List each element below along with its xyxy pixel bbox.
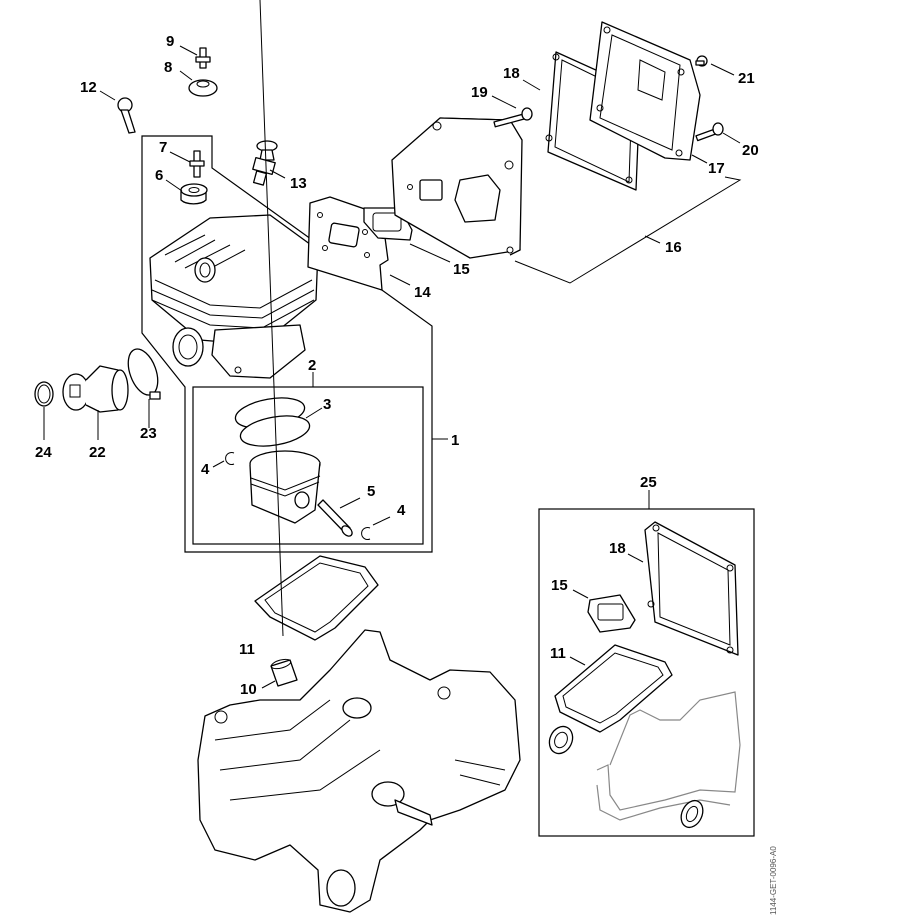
gasket-set-cylinder-gasket-part [554,644,673,733]
callout-4-left: 4 [201,461,210,478]
callout-13: 13 [290,175,307,192]
muffler-body-part [391,117,523,259]
document-id: 1144-GET-0096-A0 [769,845,783,915]
callout-17: 17 [708,160,725,177]
piston-part [249,450,321,524]
callout-18: 18 [503,65,520,82]
callout-11: 11 [239,641,255,658]
callout-2: 2 [308,357,316,374]
muffler-cover-part [589,21,708,164]
cylinder-part [149,214,319,379]
callout-25-18: 18 [609,540,626,557]
callout-25: 25 [640,474,657,491]
callout-7: 7 [159,139,167,156]
callout-25-11: 11 [550,645,566,662]
spacer-sleeve-part [165,179,208,205]
intake-manifold-part [62,365,129,440]
stud-top-part [179,45,211,69]
piston-assembly-frame [192,372,424,545]
callout-24: 24 [35,444,52,461]
gasket-set-seal-right-part [680,799,704,829]
muffler-screw-part [491,95,533,128]
callout-8: 8 [164,59,172,76]
circlip-right-part [361,516,391,540]
piston-pin-part [317,497,361,537]
gasket-set-muffler-gasket-part [572,589,636,633]
gasket-set-crankcase-gasket-part [596,691,741,821]
cover-screw-small-part [695,55,735,76]
spacer-sleeve-top-part [179,70,218,97]
callout-10: 10 [240,681,257,698]
callout-4-right: 4 [397,502,406,519]
callout-21: 21 [738,70,755,87]
callout-25-15: 15 [551,577,568,594]
gasket-set-seal-left-part [548,725,574,755]
muffler-assembly-bracket [514,176,742,284]
callout-14: 14 [414,284,431,301]
callout-9: 9 [166,33,174,50]
intake-ring-part [34,381,54,440]
piston-rings-part [234,397,323,447]
callout-15: 15 [453,261,470,278]
hose-clamp-part [127,348,161,428]
circlip-left-part [212,452,235,468]
callout-3: 3 [323,396,331,413]
callout-22: 22 [89,444,106,461]
callout-1: 1 [451,432,459,449]
needle-cage-part [261,658,298,689]
cylinder-group-frame [141,135,448,553]
crankcase-part [197,629,521,913]
gasket-set-frame [538,490,755,837]
gasket-set-cover-gasket-part [627,521,739,656]
callout-5: 5 [367,483,375,500]
cylinder-gasket-part [254,0,379,641]
decompression-valve-part [252,140,286,186]
screw-part [99,90,136,134]
cover-screw-part [695,122,741,144]
callout-23: 23 [140,425,157,442]
callout-20: 20 [742,142,759,159]
callout-19: 19 [471,84,488,101]
callout-6: 6 [155,167,163,184]
callout-12: 12 [80,79,97,96]
stud-part [169,150,205,178]
document-id-text: 1144-GET-0096-A0 [769,846,778,915]
callout-16: 16 [665,239,682,256]
